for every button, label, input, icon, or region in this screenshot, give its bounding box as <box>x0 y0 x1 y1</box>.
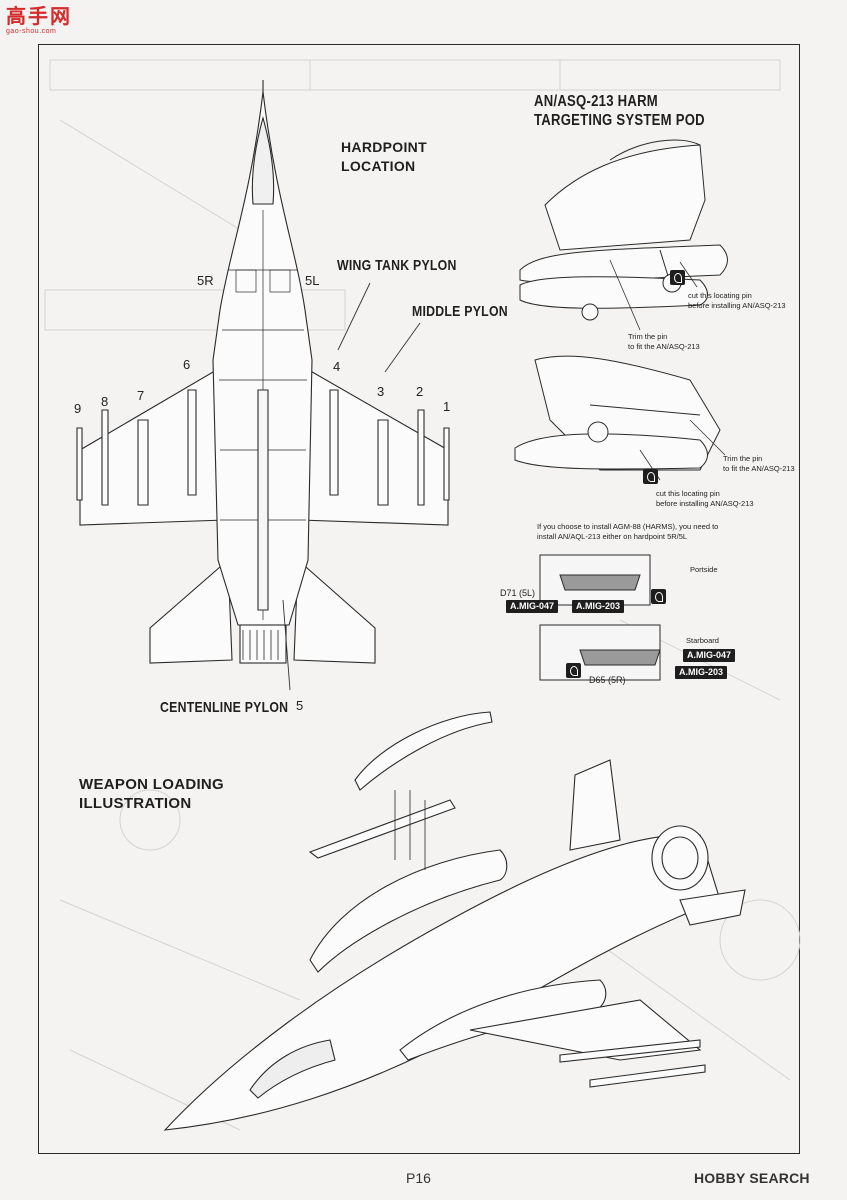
note-line: install AN/AQL-213 either on hardpoint 5… <box>537 532 688 541</box>
harm-pod-title: AN/ASQ-213 HARM TARGETING SYSTEM POD <box>534 92 705 130</box>
weapon-loading-art <box>163 711 746 1131</box>
middle-pylon-label: MIDDLE PYLON <box>412 303 508 320</box>
hardpoint-5: 5 <box>296 698 304 713</box>
pylon-details <box>539 554 661 681</box>
leader-lines <box>282 282 421 691</box>
page-number: P16 <box>406 1170 431 1186</box>
paint-code-badge: A.MIG-047 <box>683 649 736 662</box>
hardpoint-7: 7 <box>137 388 145 403</box>
hardpoint-2: 2 <box>416 384 424 399</box>
hardpoint-5r: 5R <box>197 273 214 288</box>
paint-code-badge: A.MIG-203 <box>675 666 728 679</box>
cut-pin-note-1: cut this locating pin before installing … <box>688 291 786 311</box>
weapon-loading-title: WEAPON LOADING ILLUSTRATION <box>79 775 224 813</box>
cut-tool-icon-2 <box>643 469 658 484</box>
harm-pod-detail-2 <box>514 355 721 471</box>
site-logo: 高手网 gao-shou.com <box>6 6 72 36</box>
note-line: Trim the pin <box>628 332 668 341</box>
note-line: to fit the AN/ASQ-213 <box>723 464 795 473</box>
agm88-note: If you choose to install AGM-88 (HARMS),… <box>537 522 718 542</box>
cut-pin-note-2: cut this locating pin before installing … <box>656 489 754 509</box>
harm-pod-detail-1 <box>519 139 728 321</box>
hardpoint-1: 1 <box>443 399 451 414</box>
harm-title-line-1: AN/ASQ-213 HARM <box>534 93 658 110</box>
trim-pin-note-2: Trim the pin to fit the AN/ASQ-213 <box>723 454 795 474</box>
part-d71: D71 (5L) <box>500 588 536 598</box>
starboard-label: Starboard <box>686 636 719 645</box>
portside-label: Portside <box>690 565 718 574</box>
centerline-pylon-label: CENTENLINE PYLON <box>160 699 289 716</box>
glue-tool-icon-2 <box>566 663 581 678</box>
weapon-title-line-2: ILLUSTRATION <box>79 795 192 812</box>
note-line: before installing AN/ASQ-213 <box>656 499 754 508</box>
glue-tool-icon <box>651 589 666 604</box>
note-line: Trim the pin <box>723 454 763 463</box>
title-line-1: HARDPOINT <box>341 139 427 155</box>
note-line: before installing AN/ASQ-213 <box>688 301 786 310</box>
hardpoint-5l: 5L <box>305 273 320 288</box>
note-line: cut this locating pin <box>688 291 752 300</box>
part-d65: D65 (5R) <box>589 675 626 685</box>
note-line: to fit the AN/ASQ-213 <box>628 342 700 351</box>
hardpoint-9: 9 <box>74 401 82 416</box>
trim-pin-note-1: Trim the pin to fit the AN/ASQ-213 <box>628 332 700 352</box>
harm-title-line-2: TARGETING SYSTEM POD <box>534 112 705 129</box>
hardpoint-4: 4 <box>333 359 341 374</box>
watermark: HOBBY SEARCH <box>694 1170 810 1186</box>
hardpoint-6: 6 <box>183 357 191 372</box>
paint-code-badge: A.MIG-047 <box>506 600 559 613</box>
logo-text: 高手网 <box>6 6 72 28</box>
hardpoint-location-title: HARDPOINT LOCATION <box>341 138 427 176</box>
hardpoint-3: 3 <box>377 384 385 399</box>
cut-tool-icon <box>670 270 685 285</box>
title-line-2: LOCATION <box>341 158 416 174</box>
weapon-title-line-1: WEAPON LOADING <box>79 776 225 793</box>
aircraft-top-view <box>76 80 450 664</box>
detail-1-leaders <box>609 259 698 331</box>
page-frame <box>38 44 800 1154</box>
paint-code-badge: A.MIG-203 <box>572 600 625 613</box>
hardpoint-8: 8 <box>101 394 109 409</box>
note-line: cut this locating pin <box>656 489 720 498</box>
logo-url: gao-shou.com <box>6 28 57 35</box>
note-line: If you choose to install AGM-88 (HARMS),… <box>537 522 719 531</box>
wing-tank-pylon-label: WING TANK PYLON <box>337 257 457 274</box>
